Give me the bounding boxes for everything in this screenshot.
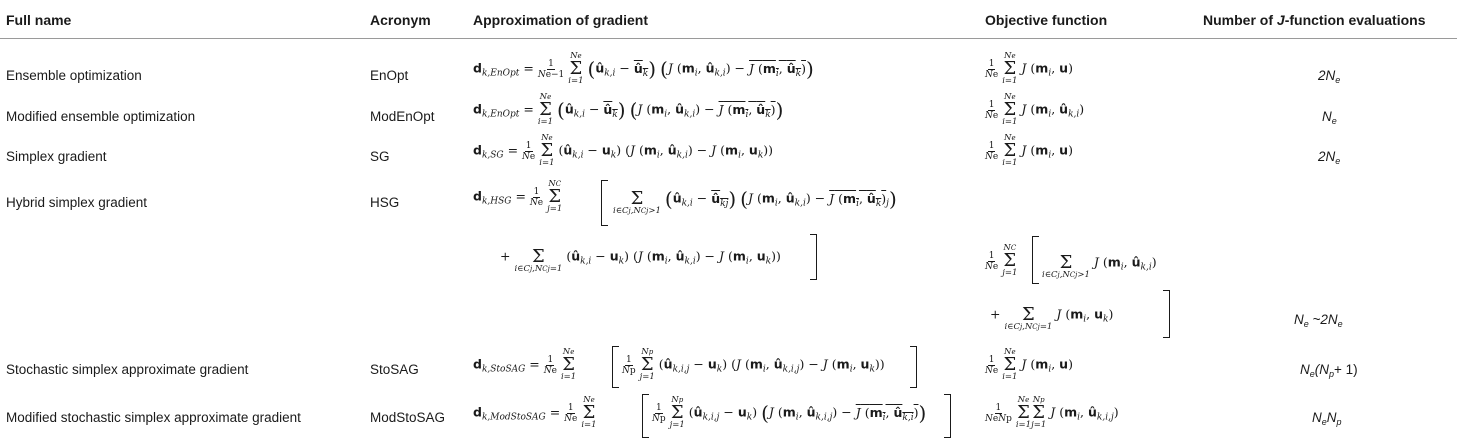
evaluations: Ne [1322, 109, 1337, 126]
bracket-right [944, 394, 951, 438]
evaluations: Ne(Np+ 1) [1300, 362, 1358, 379]
row-acronym: HSG [370, 195, 400, 210]
row-full-name: Ensemble optimization [6, 68, 142, 83]
row-full-name: Hybrid simplex gradient [6, 195, 148, 210]
evaluations: Ne ~2Ne [1294, 312, 1343, 329]
bracket-left [601, 180, 608, 226]
header-approximation: Approximation of gradient [473, 12, 648, 28]
row-acronym: EnOpt [370, 68, 409, 83]
bracket-right [810, 234, 817, 280]
bracket-right [910, 346, 917, 388]
evaluations: 2Ne [1318, 149, 1341, 166]
row-full-name: Modified stochastic simplex approximate … [6, 410, 301, 425]
row-acronym: ModEnOpt [370, 109, 435, 124]
bracket-right [1163, 290, 1170, 338]
evaluations: 2Ne [1318, 68, 1341, 85]
header-evaluations: Number of J-function evaluations [1203, 12, 1426, 28]
evaluations: NeNp [1312, 410, 1342, 427]
row-acronym: StoSAG [370, 362, 419, 377]
row-full-name: Modified ensemble optimization [6, 109, 196, 124]
header-full-name: Full name [6, 12, 72, 28]
row-acronym: ModStoSAG [370, 410, 446, 425]
row-acronym: SG [370, 149, 390, 164]
header-objective: Objective function [985, 12, 1108, 28]
bracket-left [1032, 236, 1039, 284]
bracket-left [642, 394, 649, 438]
row-full-name: Stochastic simplex approximate gradient [6, 362, 249, 377]
row-full-name: Simplex gradient [6, 149, 107, 164]
bracket-left [612, 346, 619, 388]
table-header: Full name Acronym Approximation of gradi… [0, 0, 1457, 39]
header-acronym: Acronym [370, 12, 431, 28]
